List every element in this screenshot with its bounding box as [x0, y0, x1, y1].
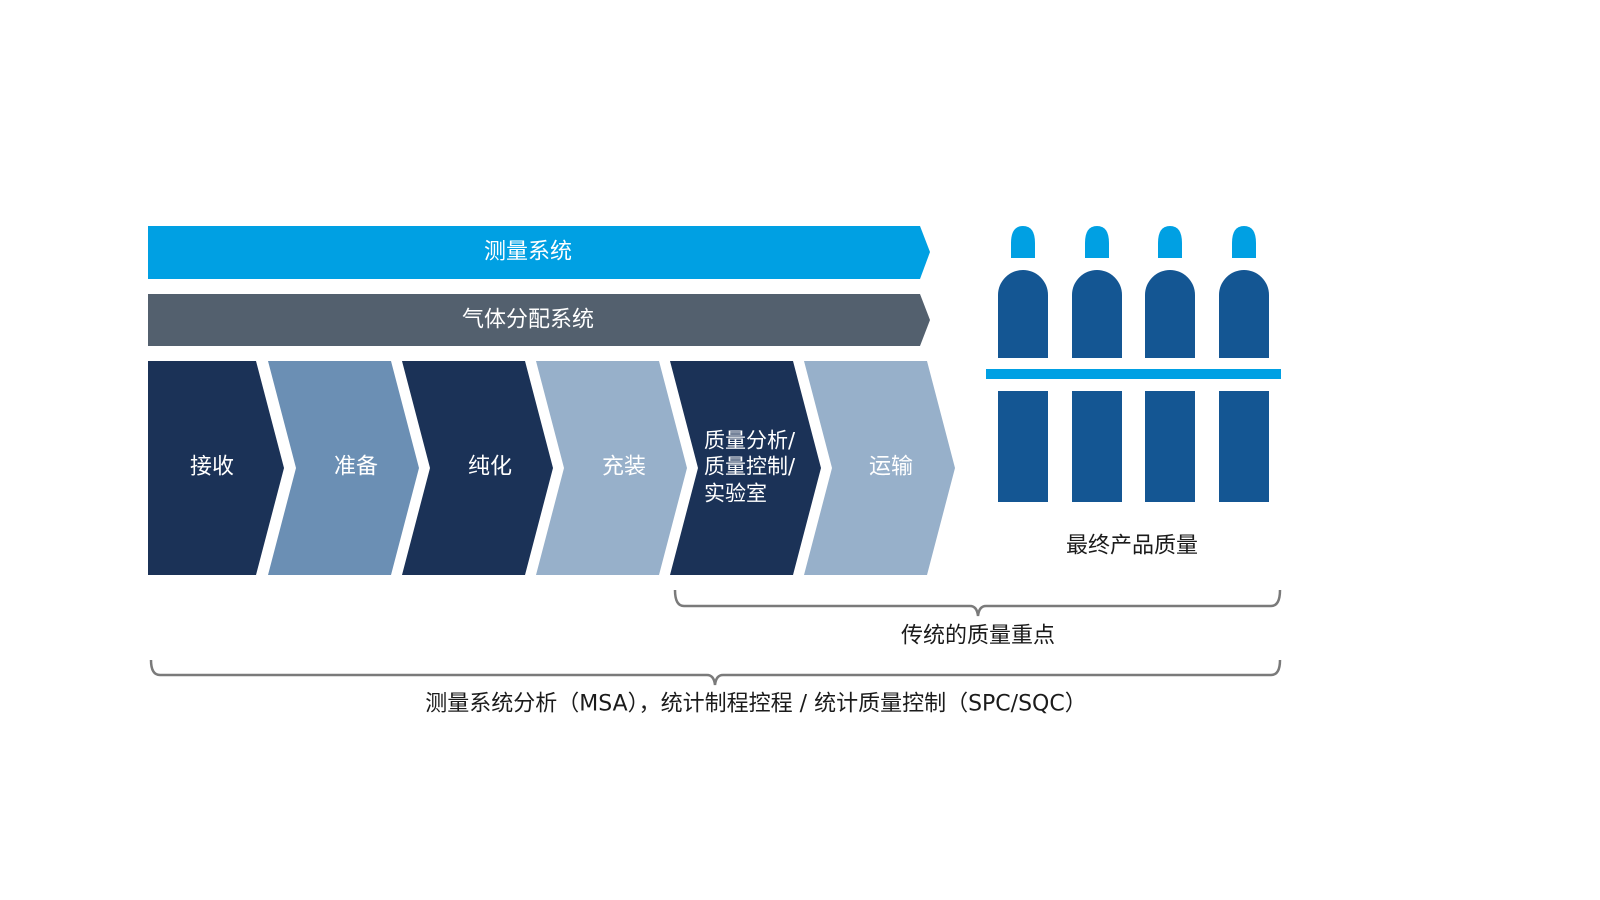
step-chevron-transport [804, 361, 955, 575]
gas-cylinder-rack-icon [986, 226, 1281, 502]
measurement-system-label: 测量系统 [483, 239, 573, 265]
product-quality-label: 最终产品质量 [1065, 533, 1199, 559]
step-label-prepare: 准备 [333, 454, 379, 480]
traditional-focus-label: 传统的质量重点 [900, 623, 1056, 649]
step-chevron-quality-lab [670, 361, 821, 575]
traditional-focus-bracket [673, 589, 1282, 617]
gas-cylinder-icon [998, 226, 1048, 502]
step-label-quality-lab: 质量分析/ 质量控制/ 实验室 [704, 428, 795, 507]
bottom-caption: 测量系统分析（MSA），统计制程控程 / 统计质量控制（SPC/SQC） [425, 691, 1087, 717]
full-scope-bracket [149, 659, 1282, 686]
gas-cylinder-icon [1145, 226, 1195, 502]
step-label-quality-lab-line: 实验室 [704, 481, 767, 506]
step-label-receive: 接收 [189, 454, 235, 480]
measurement-system-banner [148, 226, 930, 279]
step-chevron-prepare [268, 361, 419, 575]
step-label-purify: 纯化 [467, 454, 513, 480]
step-chevron-fill [536, 361, 687, 575]
step-label-quality-lab-line: 质量分析/ [704, 428, 796, 453]
gas-distribution-banner [148, 294, 930, 346]
gas-distribution-label: 气体分配系统 [461, 307, 595, 333]
step-chevron-purify [402, 361, 553, 575]
step-label-fill: 充装 [601, 454, 647, 480]
step-chevron-receive [148, 361, 284, 575]
step-label-transport: 运输 [868, 454, 914, 480]
gas-cylinder-icon [1072, 226, 1122, 502]
gas-cylinder-icon [1219, 226, 1269, 502]
step-label-quality-lab-line: 质量控制/ [704, 454, 796, 479]
cylinder-rack-bar [986, 369, 1281, 379]
